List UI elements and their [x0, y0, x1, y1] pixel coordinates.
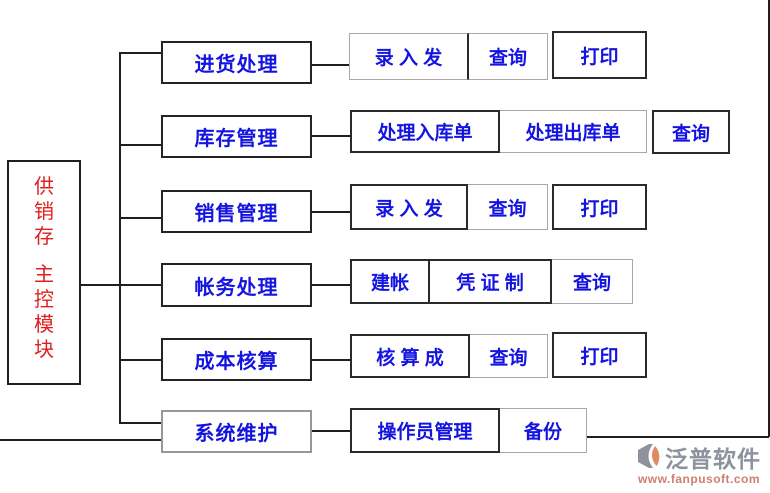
node-purchase-processing: 进货处理: [161, 41, 312, 84]
node-create-account: 建帐: [350, 259, 430, 304]
node-query-5: 查询: [470, 334, 548, 378]
root-label-line1: 供销存: [34, 174, 54, 248]
node-print-5: 打印: [552, 332, 647, 378]
node-accounting-processing: 帐务处理: [161, 263, 312, 307]
node-print-3: 打印: [552, 184, 647, 230]
node-sales-management: 销售管理: [161, 190, 312, 233]
vendor-watermark: 泛普软件 www.fanpusoft.com: [628, 443, 770, 486]
node-query-3: 查询: [468, 184, 548, 230]
node-query-2: 查询: [652, 110, 730, 154]
node-query-1: 查询: [469, 33, 548, 80]
node-root-main-control: 供销存 主控模块: [7, 160, 81, 385]
fanpu-logo-icon: [637, 443, 663, 474]
node-inventory-management: 库存管理: [161, 115, 312, 158]
node-operator-management: 操作员管理: [350, 408, 500, 453]
node-entry-invoice-1: 录 入 发: [349, 33, 469, 80]
node-entry-invoice-3: 录 入 发: [350, 184, 468, 230]
node-process-outbound-order: 处理出库单: [500, 110, 647, 153]
vendor-url: www.fanpusoft.com: [637, 472, 761, 486]
node-cost-accounting: 成本核算: [161, 338, 312, 381]
node-query-4: 查询: [552, 259, 633, 304]
node-cost-calculation: 核 算 成: [350, 334, 470, 378]
root-label-line2: 主控模块: [34, 262, 54, 361]
node-system-maintenance: 系统维护: [161, 410, 312, 453]
node-print-1: 打印: [552, 31, 647, 79]
node-backup: 备份: [500, 408, 587, 453]
node-process-inbound-order: 处理入库单: [350, 110, 500, 153]
vendor-brand-name: 泛普软件: [665, 445, 761, 472]
node-voucher-making: 凭 证 制: [430, 259, 552, 304]
